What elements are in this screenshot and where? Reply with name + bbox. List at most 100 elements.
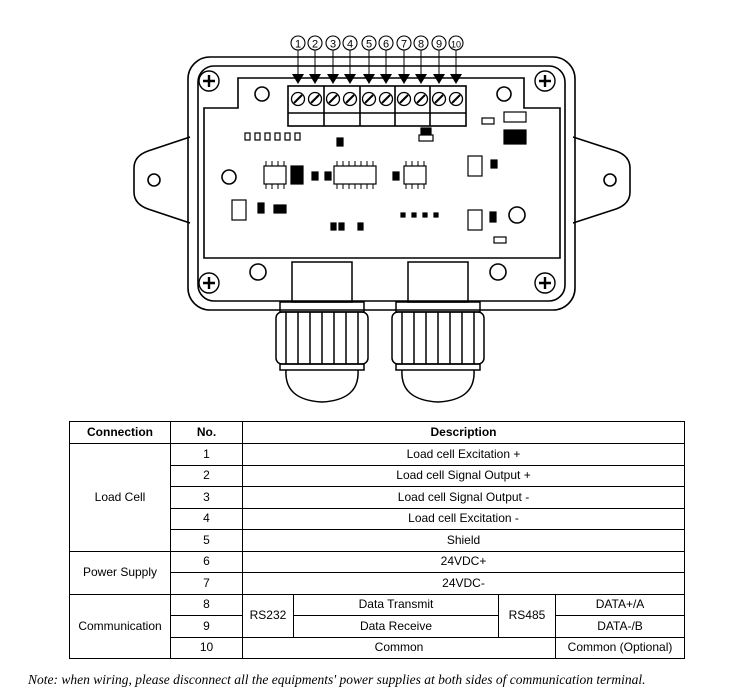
row-description: Shield [241, 529, 686, 552]
row-no: 8 [170, 593, 243, 616]
left-mounting-hole [147, 173, 161, 187]
terminal-number-label: 4 [347, 39, 353, 51]
terminal-screw [396, 91, 412, 107]
terminal-screw [307, 91, 323, 107]
cable-glands [275, 261, 485, 403]
terminal-screw [325, 91, 341, 107]
terminal-1: 1 [290, 35, 306, 107]
row-no: 3 [170, 486, 243, 509]
row-no: 1 [170, 443, 243, 466]
terminal-arrow [292, 74, 304, 84]
header-description: Description [241, 421, 686, 444]
terminal-arrow [363, 74, 375, 84]
terminal-number-label: 8 [418, 39, 424, 51]
terminal-number-label: 9 [436, 39, 442, 51]
terminal-arrow [415, 74, 427, 84]
terminal-2: 2 [307, 35, 323, 107]
row-no: 5 [170, 529, 243, 552]
terminal-arrow [327, 74, 339, 84]
row-rs485: DATA+/A [554, 593, 686, 616]
row-rs485: DATA-/B [554, 615, 686, 638]
row-description: 24VDC+ [241, 550, 686, 573]
row-rs232: Data Receive [293, 615, 499, 638]
row-no: 2 [170, 464, 243, 487]
row-description: Load cell Excitation + [241, 443, 686, 466]
table-row: Communication 8 RS232 Data Transmit RS48… [69, 593, 686, 659]
terminal-arrow [398, 74, 410, 84]
terminal-screw-slot [451, 94, 461, 104]
enclosure-inner [197, 65, 566, 302]
row-rs485: Common (Optional) [554, 636, 686, 659]
terminal-arrow [433, 74, 445, 84]
terminal-screw [378, 91, 394, 107]
terminal-screw [431, 91, 447, 107]
ic-chips [231, 155, 507, 244]
terminal-arrow [450, 74, 462, 84]
wiring-note: Note: when wiring, please disconnect all… [28, 672, 646, 687]
row-description: Load cell Signal Output - [241, 486, 686, 509]
terminal-6: 6 [378, 35, 394, 107]
terminal-screw [361, 91, 377, 107]
terminal-arrow [344, 74, 356, 84]
table-row: Power Supply 6 24VDC+ [69, 550, 686, 595]
terminal-screw-slot [364, 94, 374, 104]
terminal-screw [342, 91, 358, 107]
enclosure-outer [187, 56, 576, 311]
row-no: 9 [170, 615, 243, 638]
terminal-screw-slot [434, 94, 444, 104]
terminal-10: 10 [448, 35, 464, 107]
terminal-screw-slot [328, 94, 338, 104]
rs485-label: RS485 [498, 593, 556, 638]
terminal-number-label: 3 [330, 39, 336, 51]
terminal-8: 8 [413, 35, 429, 107]
table-row: 10 Common Common (Optional) [70, 636, 686, 659]
table-header-row: Connection No. Description [69, 421, 686, 444]
terminal-5: 5 [361, 35, 377, 107]
row-description: 24VDC- [241, 572, 686, 595]
terminal-number-label: 5 [366, 39, 372, 51]
terminal-3: 3 [325, 35, 341, 107]
left-mounting-flange [133, 136, 191, 224]
table-row: 3 Load cell Signal Output - [70, 486, 686, 509]
row-description: Load cell Excitation - [241, 507, 686, 530]
terminal-number-label: 2 [312, 39, 318, 51]
terminal-screw [448, 91, 464, 107]
terminal-7: 7 [396, 35, 412, 107]
row-rs232: Data Transmit [293, 593, 499, 616]
terminal-screw-slot [381, 94, 391, 104]
pcb-board [203, 77, 561, 259]
terminal-4: 4 [342, 35, 358, 107]
terminal-screw-slot [345, 94, 355, 104]
rs232-label: RS232 [242, 593, 294, 638]
terminal-number-label: 1 [295, 39, 301, 51]
terminal-screw-slot [416, 94, 426, 104]
terminal-number-label: 10 [451, 40, 461, 50]
terminal-number-label: 7 [401, 39, 407, 51]
smd-components [244, 111, 527, 147]
terminal-screw [413, 91, 429, 107]
terminal-arrow [309, 74, 321, 84]
wiring-table: Connection No. Description Load Cell 1 L… [69, 421, 686, 659]
row-no: 6 [170, 550, 243, 573]
terminal-arrow [380, 74, 392, 84]
row-no: 7 [170, 572, 243, 595]
row-description: Load cell Signal Output + [241, 464, 686, 487]
table-row: 9 Data Receive DATA-/B [70, 615, 686, 638]
terminal-screw [290, 91, 306, 107]
terminal-number-label: 6 [383, 39, 389, 51]
row-no: 10 [170, 636, 243, 659]
table-row: 4 Load cell Excitation - [70, 507, 686, 530]
group-load-cell: Load Cell [69, 443, 171, 552]
right-mounting-flange [572, 136, 631, 224]
group-power-supply: Power Supply [69, 550, 171, 595]
terminal-screw-slot [310, 94, 320, 104]
terminal-9: 9 [431, 35, 447, 107]
row-rs232: Common [242, 636, 556, 659]
table-row: 2 Load cell Signal Output + [70, 464, 686, 487]
terminal-screw-slot [293, 94, 303, 104]
terminal-screw-slot [399, 94, 409, 104]
group-communication: Communication [69, 593, 171, 659]
terminal-block [287, 85, 467, 127]
corner-screws [198, 70, 556, 294]
